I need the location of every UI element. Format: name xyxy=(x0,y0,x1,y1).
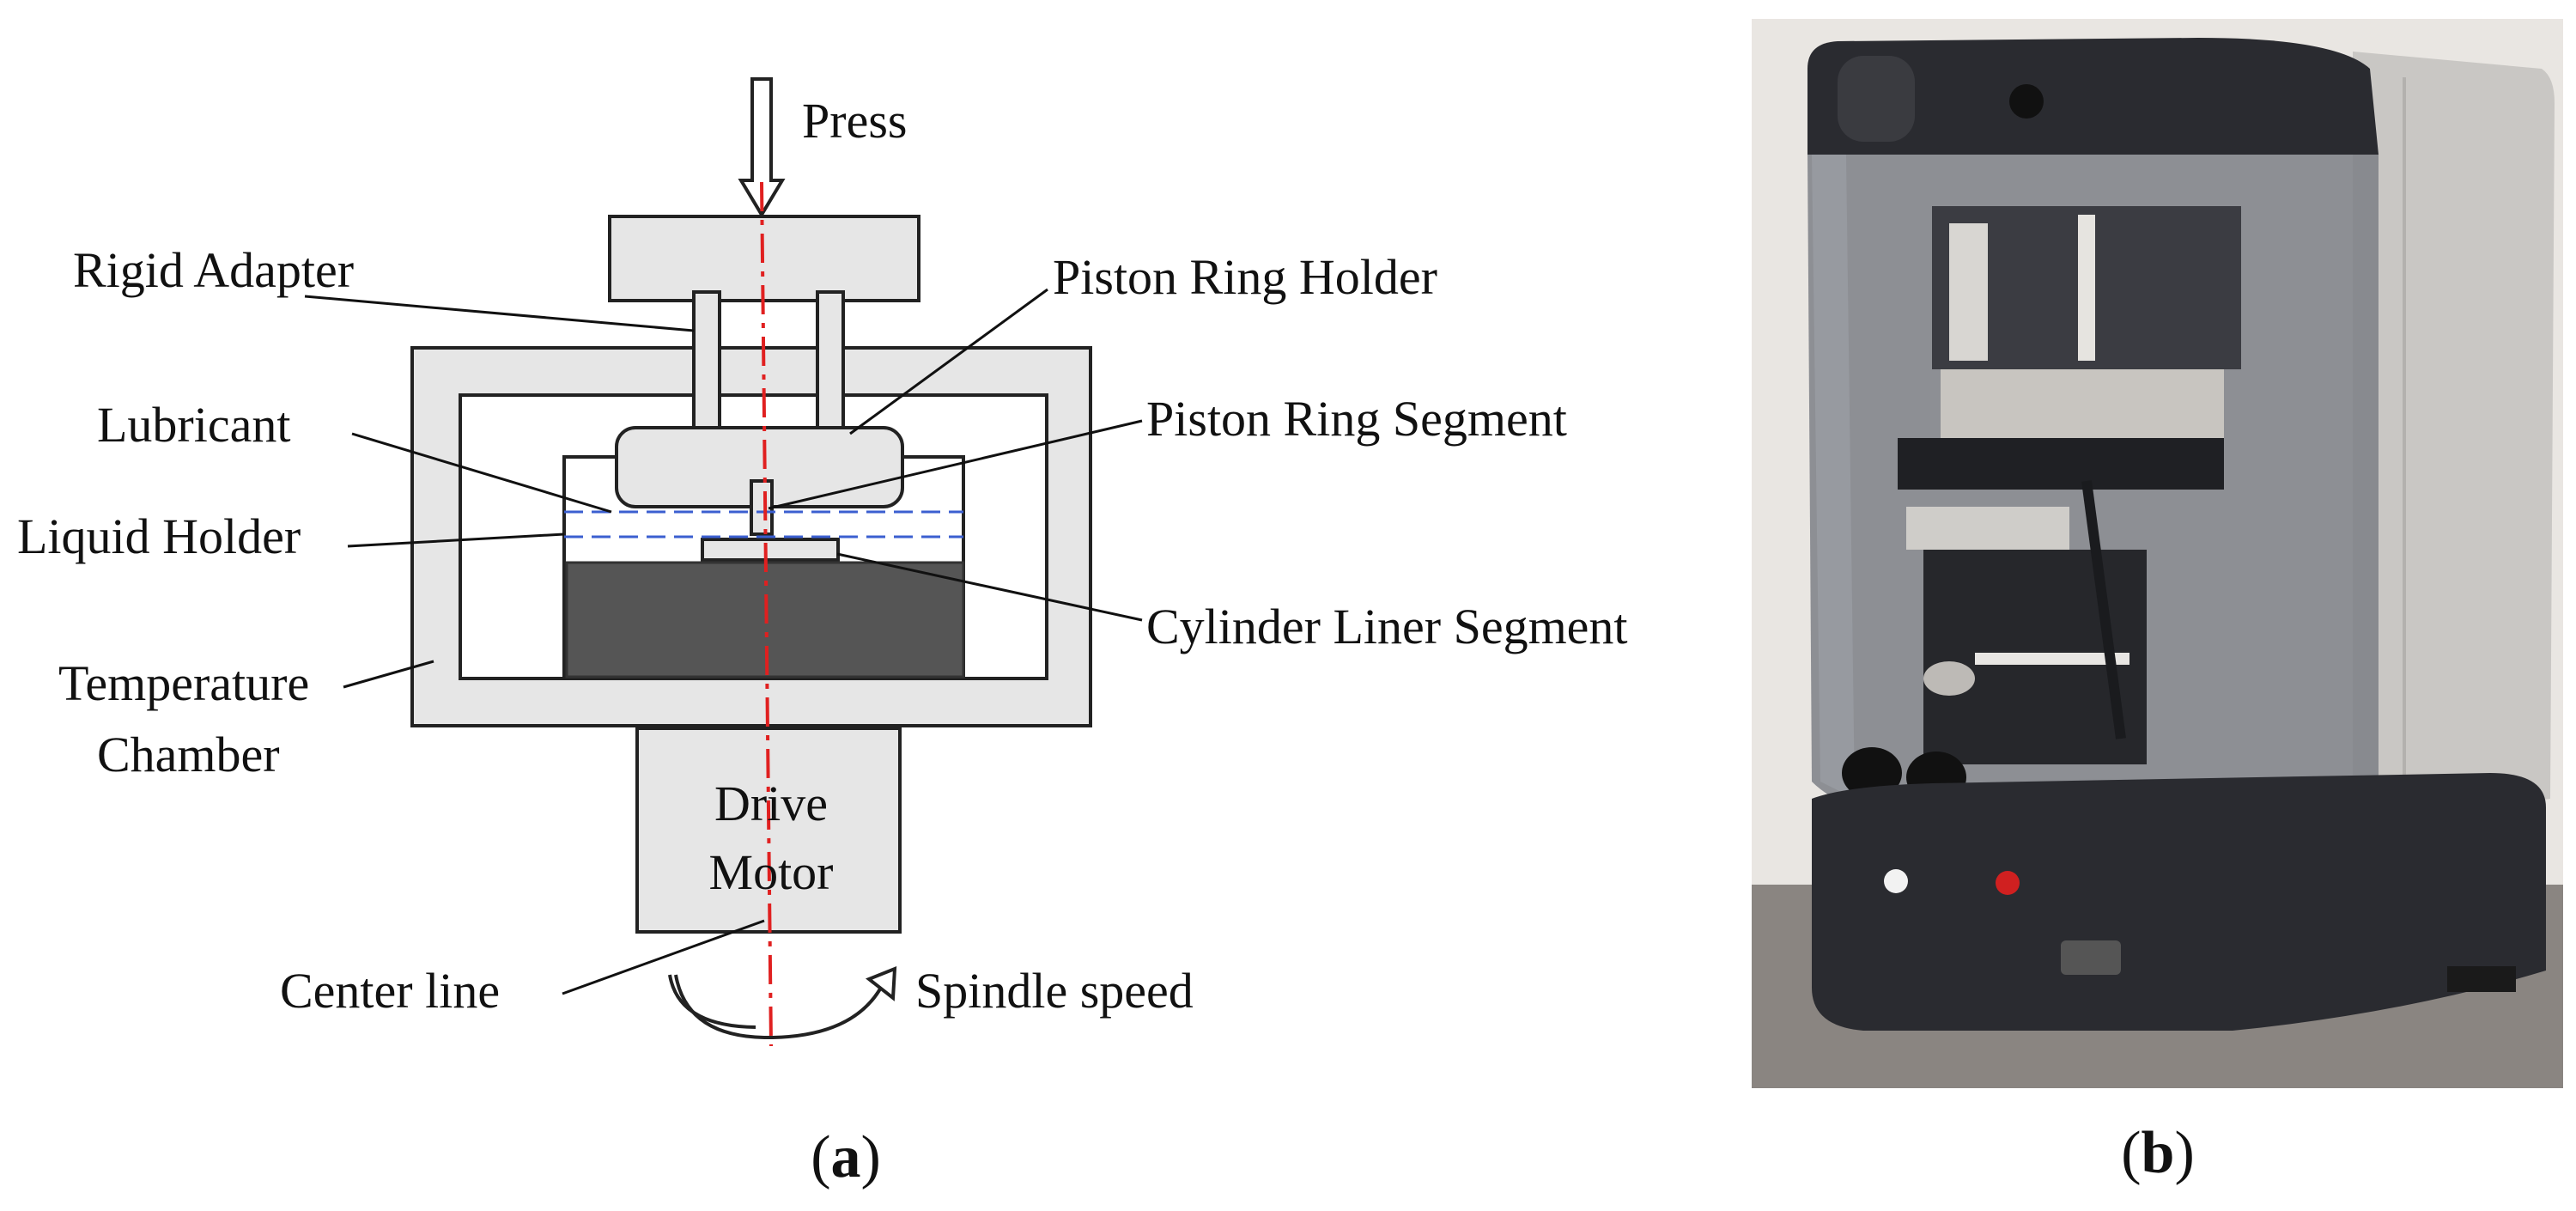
label-press: Press xyxy=(802,93,907,149)
label-piston-ring-holder: Piston Ring Holder xyxy=(1053,249,1437,305)
label-center-line: Center line xyxy=(280,963,500,1019)
label-spindle-speed: Spindle speed xyxy=(915,963,1194,1019)
spindle-arrowhead xyxy=(866,965,897,1001)
label-cylinder-liner-segment: Cylinder Liner Segment xyxy=(1146,599,1628,654)
rigid-adapter-rod-right xyxy=(816,290,845,431)
spindle-speed-arrow xyxy=(674,974,884,1040)
label-rigid-adapter: Rigid Adapter xyxy=(73,242,354,298)
label-temperature-chamber-1: Temperature xyxy=(58,655,309,711)
rigid-adapter-rod-left xyxy=(692,290,721,431)
leader-lines xyxy=(304,288,1143,995)
schematic-diagram: Press Rigid Adapter Piston Ring Holder L… xyxy=(17,77,1628,1047)
label-lubricant: Lubricant xyxy=(97,397,290,453)
press-arrow xyxy=(738,77,786,218)
label-liquid-holder: Liquid Holder xyxy=(17,508,301,564)
label-temperature-chamber-2: Chamber xyxy=(97,727,280,782)
label-drive-motor-2: Motor xyxy=(709,844,834,900)
label-drive-motor-1: Drive xyxy=(714,776,828,831)
center-line xyxy=(760,181,773,1047)
caption-a: (a) xyxy=(811,1124,881,1190)
cylinder-liner-segment xyxy=(701,538,840,562)
caption-b: (b) xyxy=(2121,1120,2195,1186)
tribometer-photo xyxy=(1752,19,2563,1088)
label-piston-ring-segment: Piston Ring Segment xyxy=(1146,391,1567,447)
